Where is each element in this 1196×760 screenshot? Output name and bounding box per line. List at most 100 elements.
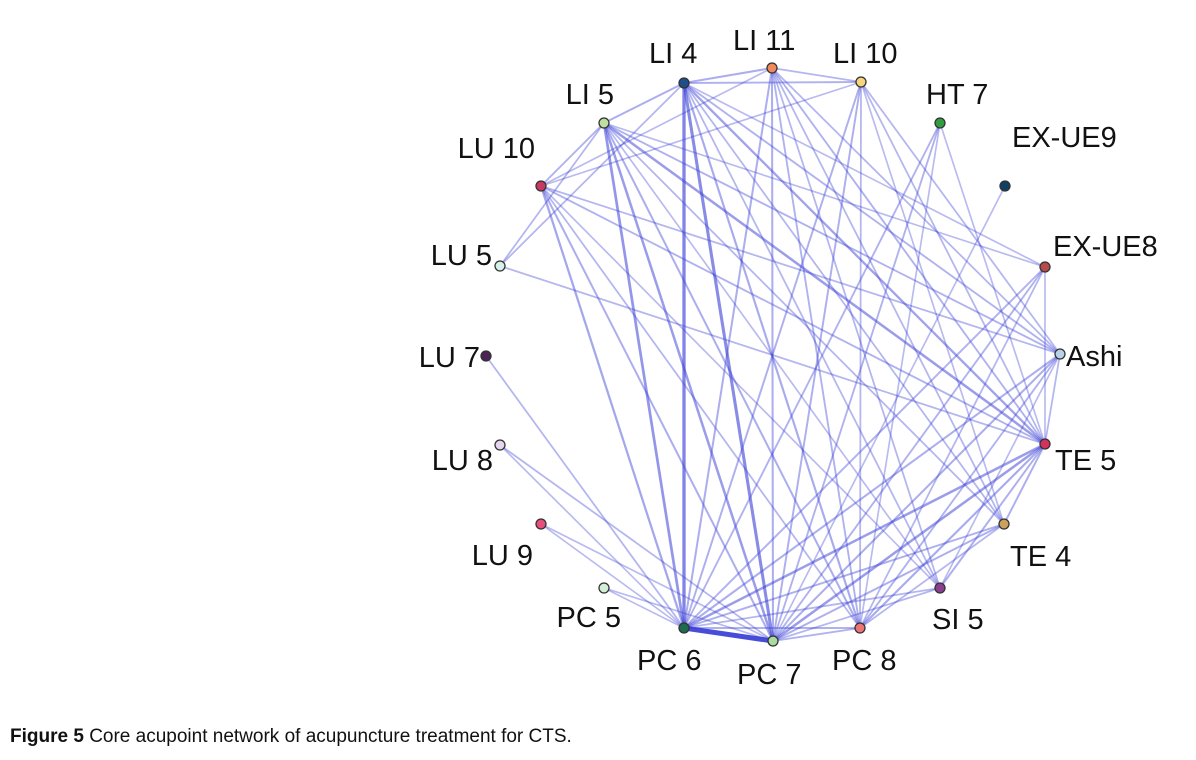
node-label-lu5: LU 5: [431, 240, 492, 272]
edge-li5-si5: [603, 122, 941, 589]
node-ht7: [934, 117, 946, 129]
node-pc6: [678, 622, 690, 634]
edge-lu9-pc7: [540, 523, 774, 642]
edge-li10-pc6: [683, 81, 862, 629]
edge-li11-pc8: [771, 67, 861, 629]
edge-lu10-si5: [540, 185, 941, 589]
node-label-li10: LI 10: [833, 38, 898, 70]
edge-li11-li10: [771, 67, 862, 83]
edge-li4-li5: [602, 81, 686, 125]
edge-pc8-li5: [602, 121, 862, 630]
node-pc5: [598, 582, 610, 594]
node-label-lu8: LU 8: [432, 445, 493, 477]
node-label-ashi: Ashi: [1066, 341, 1122, 373]
edge-lu10-ashi: [540, 185, 1061, 355]
edge-ht7-pc6: [683, 122, 941, 629]
edge-ashi-si5: [939, 353, 1061, 589]
edge-li5-lu10: [540, 122, 605, 187]
edge-li4-lu5: [499, 82, 685, 267]
node-te5: [1039, 438, 1051, 450]
node-label-exue9: EX-UE9: [1012, 122, 1117, 154]
edge-exue8-pc7: [772, 266, 1046, 642]
edge-li11-pc7: [770, 66, 775, 643]
edge-li10-te4: [860, 81, 1005, 525]
edge-pc7-ashi: [771, 352, 1062, 643]
edge-pc5-pc6: [603, 587, 685, 629]
edge-lu7-pc6: [485, 355, 685, 629]
edge-li4-ashi: [683, 82, 1061, 355]
node-label-te4: TE 4: [1010, 541, 1071, 573]
edge-lu9-pc6: [540, 523, 685, 629]
edge-li10-ashi: [860, 81, 1061, 355]
edge-te4-pc8: [859, 523, 1005, 629]
node-lu8: [494, 439, 506, 451]
edge-li11-pc6: [682, 66, 774, 630]
edge-pc6-ashi: [682, 352, 1062, 630]
node-li4: [678, 77, 690, 89]
figure-number: Figure 5: [10, 726, 84, 747]
edge-li4-te5: [682, 81, 1047, 446]
edge-ht7-te5: [939, 122, 1046, 445]
node-pc8: [854, 622, 866, 634]
edge-li11-lu10: [540, 67, 773, 187]
edge-pc5-pc7: [603, 587, 774, 642]
figure-caption: Figure 5 Core acupoint network of acupun…: [10, 726, 572, 748]
edge-li11-te4: [771, 67, 1005, 525]
edge-te4-pc6: [683, 523, 1005, 629]
edge-lu5-te5: [499, 265, 1046, 445]
edge-si5-pc7: [772, 587, 941, 642]
edge-li5-ashi: [603, 122, 1061, 355]
node-label-lu10: LU 10: [458, 133, 535, 165]
edge-pc8-te5: [858, 442, 1047, 630]
node-label-ht7: HT 7: [926, 79, 988, 111]
node-label-li4: LI 4: [649, 38, 697, 70]
node-label-exue8: EX-UE8: [1053, 231, 1158, 263]
node-exue8: [1039, 261, 1051, 273]
network-nodes: [480, 62, 1066, 647]
node-li10: [855, 76, 867, 88]
node-label-pc5: PC 5: [557, 602, 621, 634]
edge-li5-te4: [603, 122, 1005, 525]
edge-pc6-te5: [682, 442, 1047, 630]
node-lu9: [535, 518, 547, 530]
node-te4: [998, 518, 1010, 530]
edge-lu10-pc6: [539, 184, 686, 630]
edge-lu8-pc6: [499, 444, 685, 629]
edge-exue8-li4: [683, 82, 1046, 268]
figure-caption-text: Core acupoint network of acupuncture tre…: [89, 726, 572, 747]
edge-li11-si5: [771, 67, 941, 589]
edge-te4-pc7: [772, 523, 1005, 642]
edge-pc7-te5: [771, 442, 1047, 643]
edge-li5-pc7: [602, 121, 775, 643]
edge-lu8-pc7: [499, 444, 774, 642]
edge-li4-pc7: [682, 81, 775, 643]
node-lu5: [494, 260, 506, 272]
edge-li10-pc8: [859, 81, 862, 629]
edge-pc8-li4: [682, 81, 862, 630]
edge-li11-te5: [771, 67, 1046, 445]
node-label-te5: TE 5: [1055, 445, 1116, 477]
node-label-lu7: LU 7: [419, 342, 480, 374]
edge-ashi-te5: [1044, 353, 1061, 445]
edge-pc6-pc7: [681, 625, 776, 644]
edge-exue8-li5: [603, 122, 1046, 268]
edge-li4-li11: [682, 66, 774, 85]
edge-exue8-pc8: [859, 266, 1046, 629]
node-label-pc6: PC 6: [637, 645, 701, 677]
edge-lu10-te5: [540, 185, 1046, 445]
edge-pc7-pc8: [772, 627, 861, 642]
edge-te5-te4: [1003, 443, 1046, 525]
node-label-pc8: PC 8: [832, 645, 896, 677]
node-ashi: [1054, 348, 1066, 360]
node-label-li11: LI 11: [733, 25, 795, 57]
node-exue9: [999, 180, 1011, 192]
node-lu10: [535, 180, 547, 192]
node-li5: [598, 117, 610, 129]
edge-ht7-pc7: [772, 122, 941, 642]
node-label-si5: SI 5: [932, 604, 984, 636]
network-edges: [485, 66, 1062, 644]
edge-si5-pc6: [683, 587, 941, 629]
edge-ashi-pc8: [859, 353, 1061, 629]
